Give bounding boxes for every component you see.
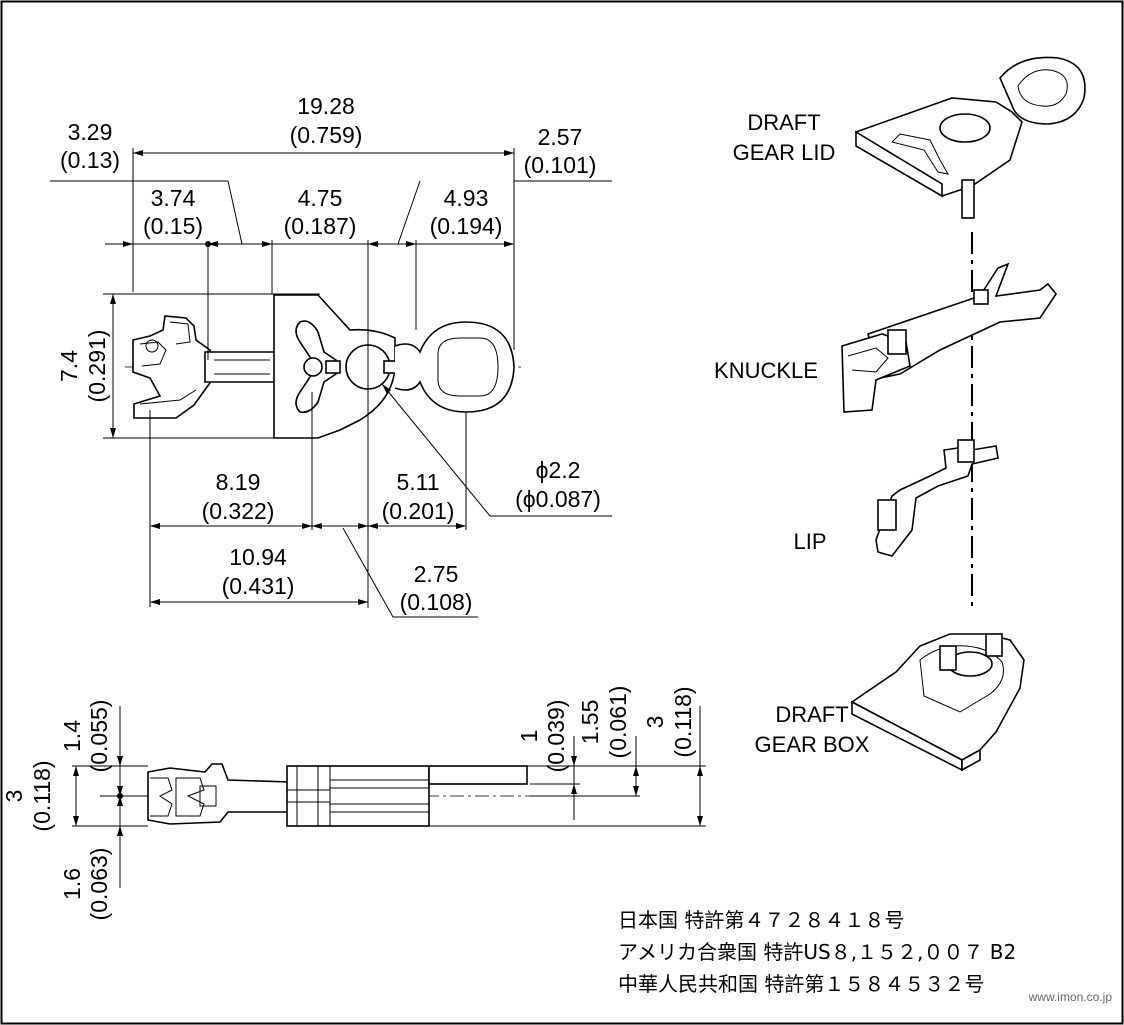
exploded-parts: [841, 56, 1086, 772]
dim-left-ext-inch: (0.13): [60, 147, 120, 173]
label-draft-gear-box-line2: GEAR BOX: [755, 732, 870, 757]
patent-china: 中華人民共和国 特許第１５８４５３２号: [618, 972, 984, 996]
patent-usa: アメリカ合衆国 特許US８,１５２,００７ B2: [618, 940, 1016, 964]
side-view-dimension-labels: 1.4 (0.055) 3 (0.118) 1.6 (0.063) 1 (0.0…: [1, 686, 696, 921]
watermark-url: www.imon.co.jp: [1028, 990, 1113, 1004]
draft-gear-lid-illustration: [855, 56, 1086, 219]
side-dim-s4-mm: 1: [516, 730, 542, 743]
dim-e-mm: 5.11: [396, 469, 439, 495]
coupler-top-view: [125, 294, 525, 439]
side-dim-s1-inch: (0.055): [86, 700, 112, 773]
label-draft-gear-lid-line1: DRAFT: [747, 110, 820, 135]
dim-b-mm: 4.75: [298, 185, 343, 211]
side-view-dimension-lines: [72, 706, 706, 888]
dim-a-inch: (0.15): [143, 213, 203, 239]
dim-b-inch: (0.187): [284, 213, 357, 239]
dim-right-ext-mm: 2.57: [538, 124, 583, 150]
top-view-dimension-lines: [50, 148, 612, 618]
lip-illustration: [875, 439, 999, 557]
side-dim-s5-inch: (0.061): [605, 686, 631, 759]
side-dim-s2-mm: 3: [1, 790, 27, 803]
label-draft-gear-box-line1: DRAFT: [775, 702, 848, 727]
dim-g-mm: 2.75: [414, 561, 459, 587]
side-dim-s4-inch: (0.039): [543, 700, 569, 773]
dim-c-inch: (0.194): [430, 213, 503, 239]
dim-f-mm: 10.94: [229, 544, 287, 570]
dim-f-inch: (0.431): [222, 573, 295, 599]
dim-g-inch: (0.108): [400, 589, 473, 615]
dim-a-mm: 3.74: [151, 185, 196, 211]
dim-d-inch: (0.322): [202, 498, 275, 524]
side-dim-s2-inch: (0.118): [29, 760, 55, 831]
dim-hole-mm: ϕ2.2: [536, 457, 581, 483]
dim-height-mm: 7.4: [56, 350, 82, 382]
dim-height-inch: (0.291): [84, 330, 110, 403]
side-dim-s1-mm: 1.4: [59, 720, 85, 752]
dim-overall-mm: 19.28: [297, 93, 355, 119]
dim-right-ext-inch: (0.101): [524, 152, 597, 178]
top-view-dimension-labels: 19.28 (0.759) 3.29 (0.13) 2.57 (0.101) 3…: [56, 93, 601, 615]
dim-overall-inch: (0.759): [290, 122, 363, 148]
draft-gear-box-illustration: [850, 633, 1025, 772]
dim-left-ext-mm: 3.29: [68, 119, 113, 145]
patent-notes: 日本国 特許第４７２８４１８号 アメリカ合衆国 特許US８,１５２,００７ B2…: [618, 908, 1016, 996]
side-dim-s6-inch: (0.118): [670, 686, 696, 757]
part-labels: DRAFT GEAR LID KNUCKLE LIP DRAFT GEAR BO…: [714, 110, 870, 757]
dim-e-inch: (0.201): [382, 498, 455, 524]
side-dim-s5-mm: 1.55: [577, 700, 603, 745]
label-draft-gear-lid-line2: GEAR LID: [733, 140, 836, 165]
dim-hole-inch: (ϕ0.087): [515, 486, 601, 512]
side-dim-s3-mm: 1.6: [59, 868, 85, 900]
side-dim-s3-inch: (0.063): [86, 848, 112, 921]
dim-c-mm: 4.93: [444, 185, 489, 211]
label-lip: LIP: [793, 529, 826, 554]
knuckle-illustration: [841, 262, 1057, 413]
side-dim-s6-mm: 3: [642, 716, 668, 729]
dim-d-mm: 8.19: [216, 469, 261, 495]
patent-japan: 日本国 特許第４７２８４１８号: [618, 908, 904, 932]
label-knuckle: KNUCKLE: [714, 358, 818, 383]
coupler-side-view: [100, 763, 530, 827]
